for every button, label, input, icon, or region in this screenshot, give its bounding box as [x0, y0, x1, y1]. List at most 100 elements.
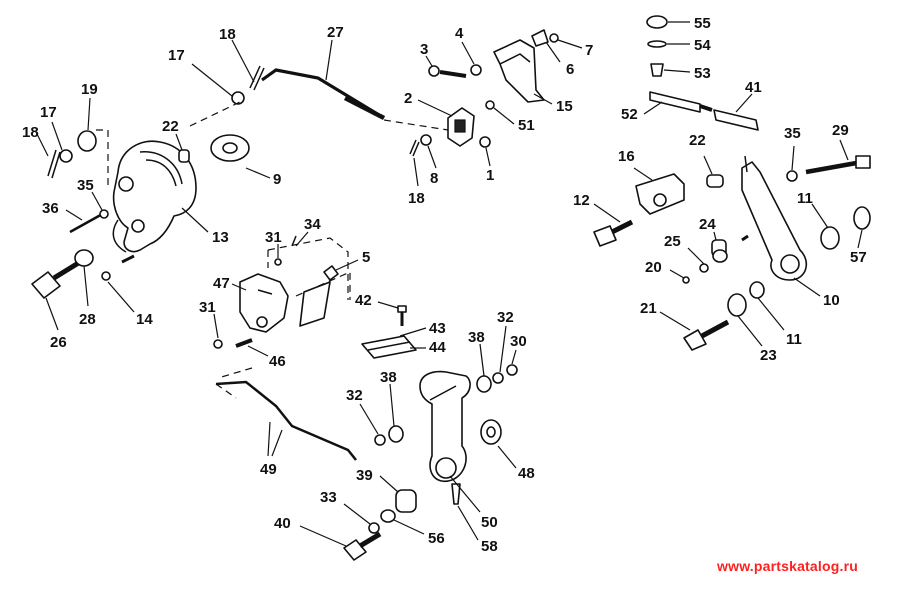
- callout: 13: [212, 229, 229, 246]
- callout: 14: [136, 311, 153, 328]
- leader-20: [669, 269, 685, 279]
- bushing-38a: [388, 425, 404, 443]
- callout: 50: [481, 514, 498, 531]
- nut-55: [646, 15, 668, 29]
- leader-47: [231, 283, 247, 291]
- callout: 17: [40, 104, 57, 121]
- washer-20-a: [699, 263, 709, 273]
- leader-49b: [271, 429, 283, 457]
- washer-25: [712, 249, 728, 263]
- callout: 38: [468, 329, 485, 346]
- callout: 12: [573, 192, 590, 209]
- leader-18c: [413, 157, 419, 187]
- plate-43-edge: [367, 341, 411, 351]
- lever-10: [741, 161, 808, 281]
- bushing-19: [77, 130, 97, 152]
- nut-5: [323, 265, 339, 281]
- leader-7: [557, 39, 583, 49]
- callout: 11: [786, 331, 802, 348]
- leader-53: [663, 69, 691, 73]
- bracket-15-edge: [499, 53, 531, 65]
- washer-35b: [786, 170, 798, 182]
- callout: 46: [269, 353, 286, 370]
- washer-9-hole: [222, 142, 238, 154]
- leader-14: [107, 281, 135, 313]
- screw-46: [235, 338, 253, 348]
- lever-10-pin: [744, 155, 748, 173]
- callout: 49: [260, 461, 277, 478]
- callout: 15: [556, 98, 573, 115]
- callout: 6: [566, 61, 574, 78]
- washer-7: [549, 33, 559, 43]
- link-rod-49: [215, 380, 357, 461]
- washer-4: [470, 64, 482, 76]
- callout: 58: [481, 538, 498, 555]
- callout: 52: [621, 106, 638, 123]
- callout: 2: [404, 90, 412, 107]
- callout: 32: [497, 309, 514, 326]
- bolt-21-shank: [700, 319, 730, 339]
- lever-47: [239, 273, 289, 333]
- leader-16: [633, 167, 653, 181]
- nut-14: [101, 271, 111, 281]
- lever-50-edge: [429, 385, 457, 401]
- cam-lower-hole: [131, 219, 145, 233]
- washer-35: [99, 209, 109, 219]
- bolt-12-head: [593, 225, 617, 247]
- screw-3-head: [428, 65, 440, 77]
- leader-12: [593, 203, 621, 223]
- callout: 18: [219, 26, 236, 43]
- leader-26: [45, 297, 59, 331]
- guide-line-b: [189, 101, 241, 127]
- callout: 35: [77, 177, 94, 194]
- leader-15: [533, 93, 553, 105]
- block-16-hole: [653, 193, 667, 207]
- callout: 28: [79, 311, 96, 328]
- cotter-pin-18b: [47, 149, 61, 179]
- bracket-plate: [299, 281, 331, 327]
- bolt-29-head: [855, 155, 871, 169]
- leader-2: [417, 99, 453, 117]
- washer-31b: [213, 339, 223, 349]
- bushing-38b: [476, 375, 492, 393]
- lever-47-rib: [257, 289, 273, 295]
- guide-line-d: [295, 271, 351, 300]
- leader-4: [461, 41, 475, 65]
- lever-10-hub: [780, 254, 800, 274]
- leader-39: [379, 475, 399, 493]
- bushing-22: [706, 174, 724, 188]
- washer-54: [647, 40, 667, 48]
- leader-51: [493, 107, 515, 125]
- callout: 17: [168, 47, 185, 64]
- leader-21: [659, 311, 691, 331]
- leader-22b: [703, 155, 713, 175]
- callout: 4: [455, 25, 464, 42]
- nut-30: [506, 364, 518, 376]
- leader-35b: [791, 145, 795, 171]
- leader-11b: [757, 297, 785, 331]
- washer-17b: [59, 149, 73, 163]
- callout: 30: [510, 333, 527, 350]
- washer-32a: [374, 434, 386, 446]
- lever-47-hole: [256, 316, 268, 328]
- leader-46: [247, 345, 269, 357]
- leader-1: [485, 147, 491, 167]
- leader-5: [335, 259, 359, 271]
- callout: 7: [585, 42, 593, 59]
- screw-3: [439, 70, 467, 78]
- leader-23: [737, 315, 763, 347]
- callout: 22: [162, 118, 179, 135]
- callout: 23: [760, 347, 777, 364]
- callout: 9: [273, 171, 281, 188]
- callout: 33: [320, 489, 337, 506]
- pin-34: [291, 235, 297, 247]
- callout: 39: [356, 467, 373, 484]
- leader-9: [245, 167, 271, 179]
- leader-3: [425, 55, 433, 67]
- guide-line-a: [96, 129, 109, 186]
- nut-1: [479, 136, 491, 148]
- leader-31b: [213, 313, 219, 339]
- watermark-url: www.partskatalog.ru: [717, 558, 858, 574]
- callout: 41: [745, 79, 762, 96]
- callout: 10: [823, 292, 840, 309]
